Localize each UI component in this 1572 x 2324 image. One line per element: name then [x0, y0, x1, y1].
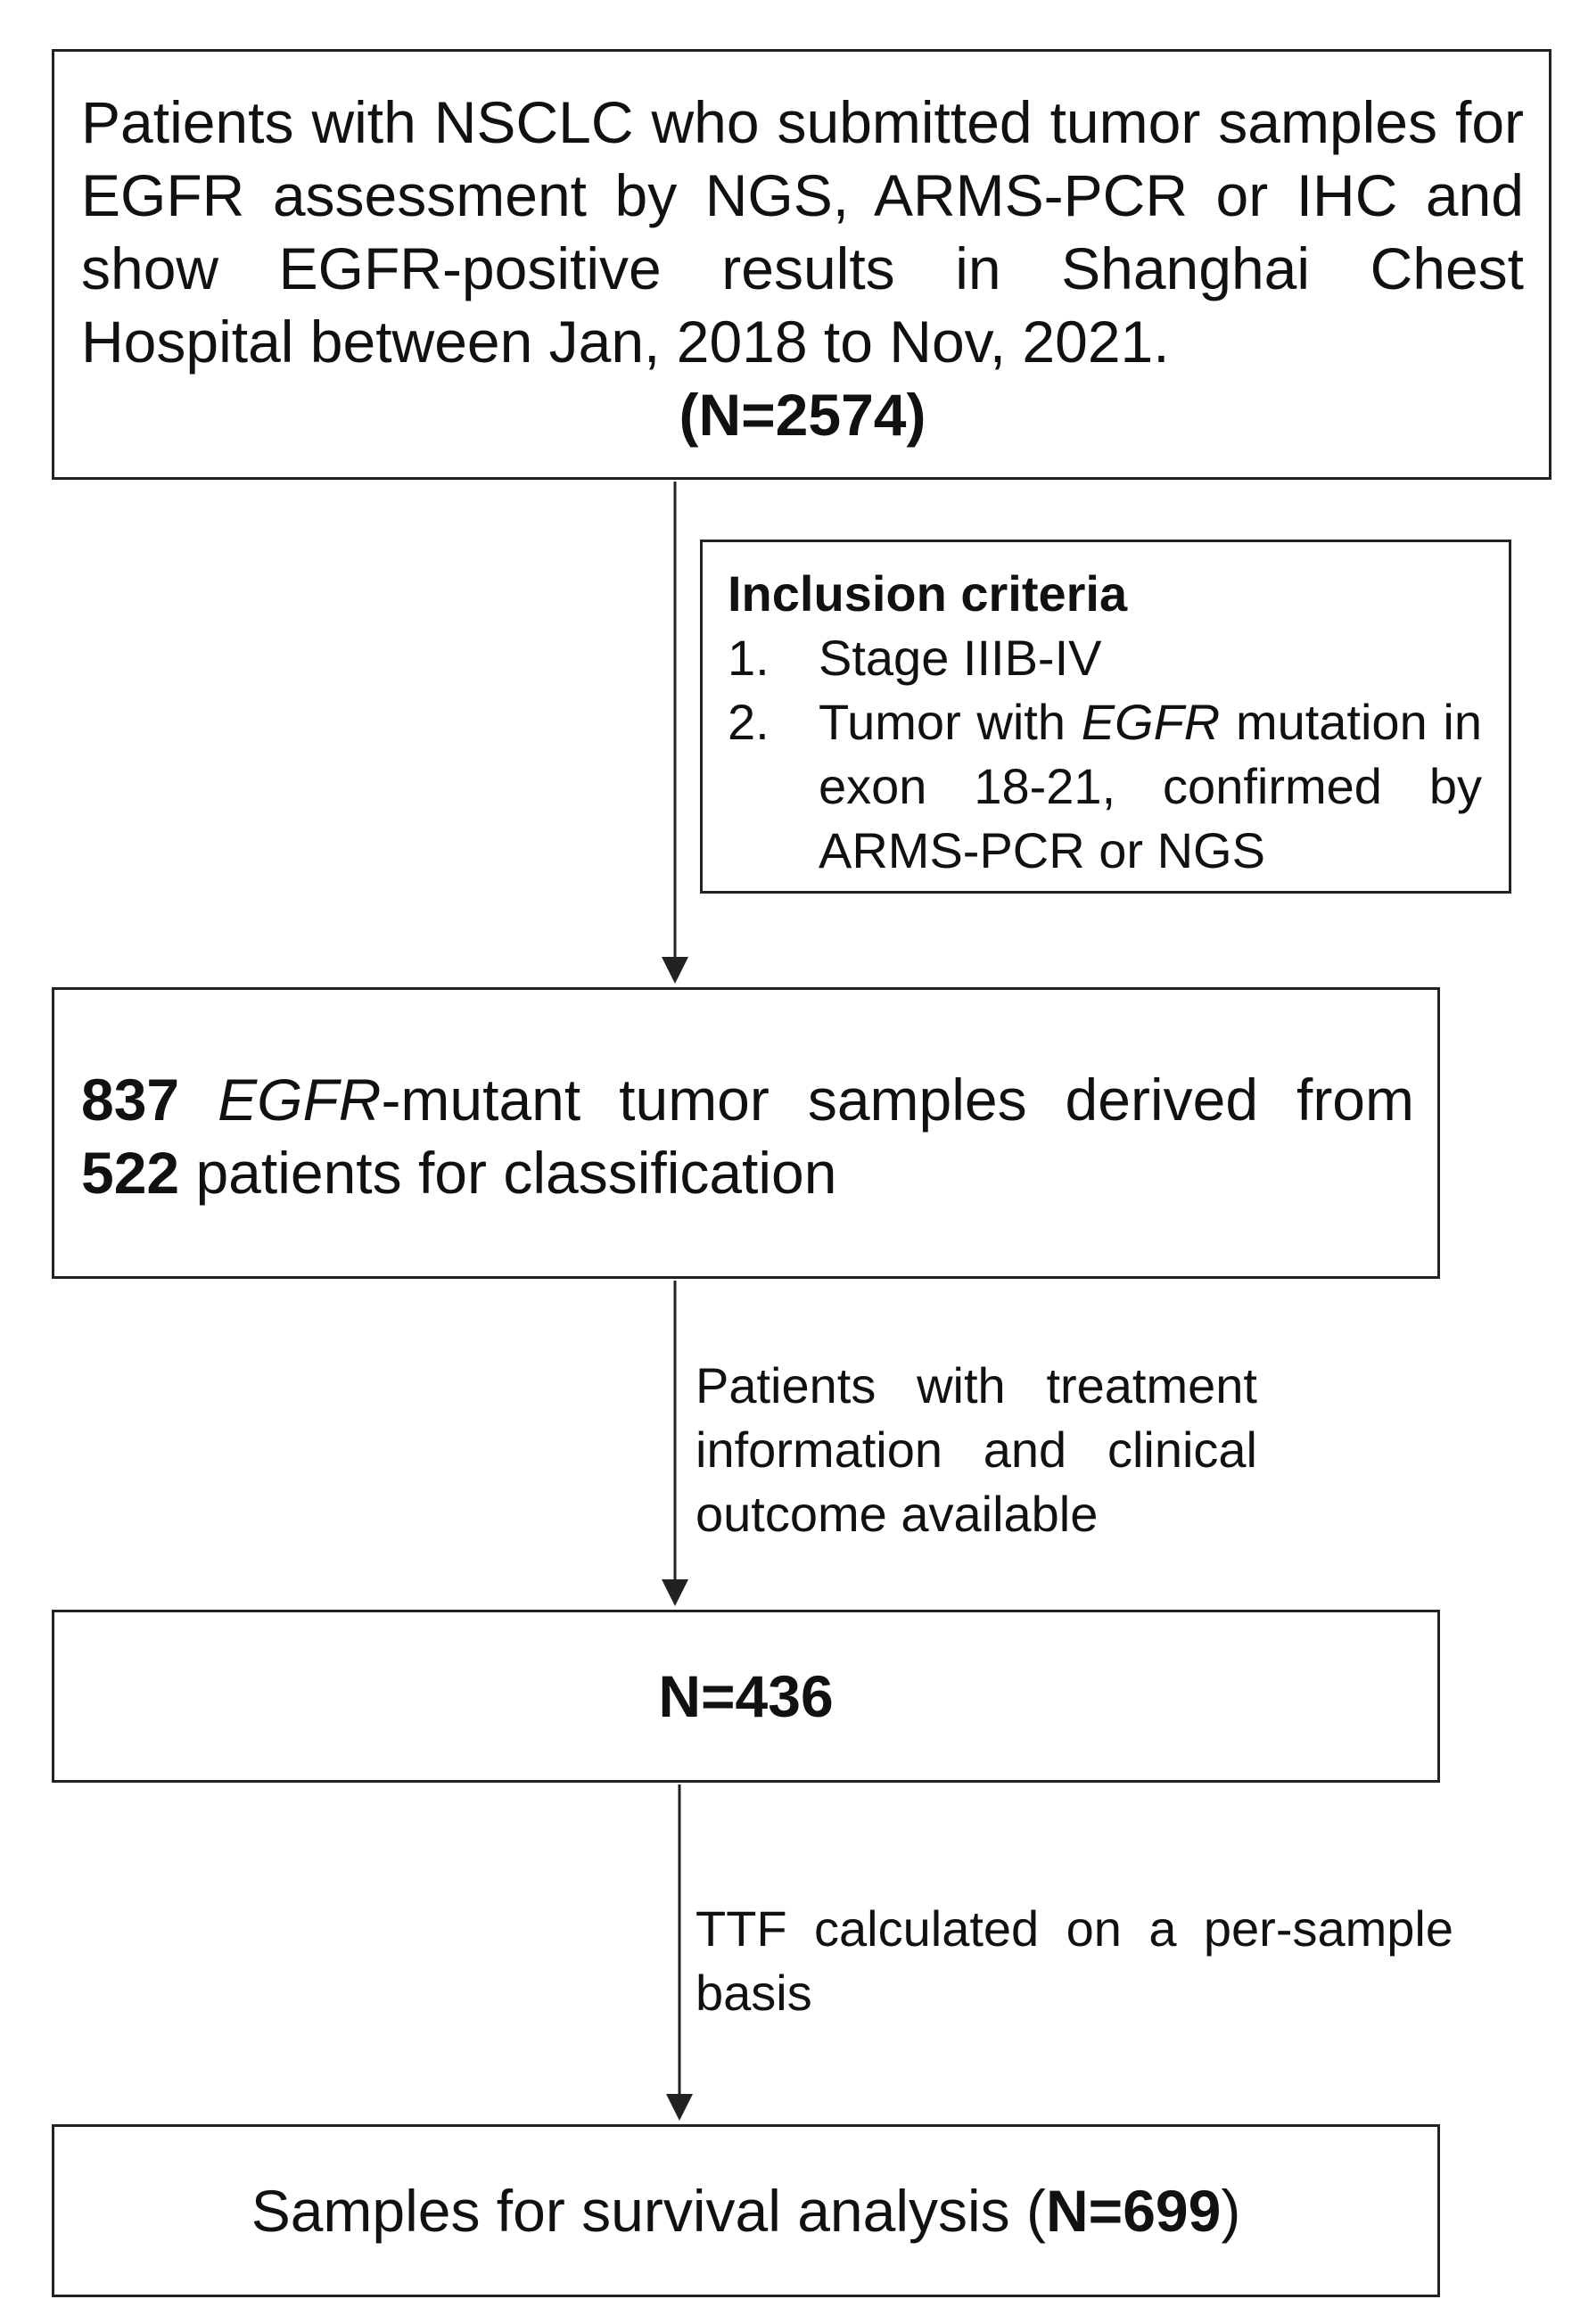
inclusion-item-text: Stage IIIB-IV: [819, 630, 1102, 686]
gene-name: EGFR: [218, 1067, 382, 1133]
box-study-population: Patients with NSCLC who submitted tumor …: [52, 49, 1551, 480]
study-population-count: (N=2574): [679, 382, 926, 448]
gene-name: EGFR: [1081, 694, 1221, 750]
box-classification: 837 EGFR-mutant tumor samples derived fr…: [52, 987, 1440, 1279]
inclusion-item-number: 2.: [728, 694, 770, 750]
inclusion-item-number: 1.: [728, 630, 770, 686]
patient-count: 522: [81, 1140, 180, 1206]
inclusion-item-1: 1. Stage IIIB-IV: [728, 626, 1482, 690]
note-treatment-info: Patients with treatment information and …: [695, 1357, 1257, 1542]
inclusion-item-text: Tumor with EGFR mutation in exon 18-21, …: [819, 694, 1482, 878]
sample-count: 837: [81, 1067, 180, 1133]
inclusion-item-2: 2. Tumor with EGFR mutation in exon 18-2…: [728, 690, 1482, 883]
note-ttf: TTF calculated on a per-sample basis: [695, 1900, 1453, 2021]
box-survival-analysis: Samples for survival analysis (N=699): [52, 2124, 1440, 2297]
box-inclusion-criteria: Inclusion criteria 1. Stage IIIB-IV 2. T…: [700, 540, 1511, 894]
box-n436: N=436: [52, 1610, 1440, 1783]
classification-text: 837 EGFR-mutant tumor samples derived fr…: [81, 1067, 1414, 1206]
n436-count: N=436: [658, 1663, 834, 1729]
survival-count: N=699: [1045, 2178, 1222, 2244]
inclusion-criteria-title: Inclusion criteria: [728, 565, 1128, 622]
study-population-text: Patients with NSCLC who submitted tumor …: [81, 89, 1524, 375]
